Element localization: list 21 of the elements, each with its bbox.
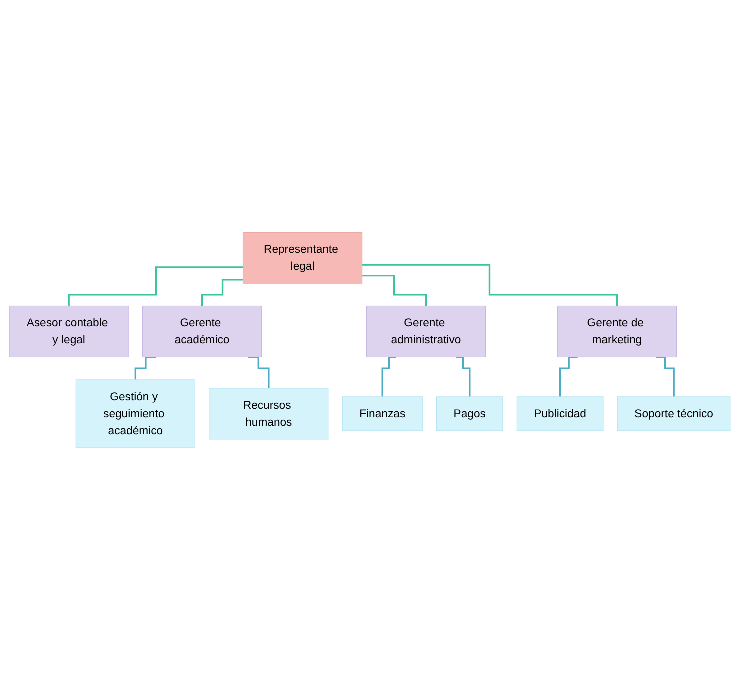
connector <box>382 356 396 398</box>
node-box: Representante legal <box>242 232 363 284</box>
connector <box>559 356 578 398</box>
connector <box>656 356 675 398</box>
node-box: Publicidad <box>516 396 604 431</box>
connector <box>456 356 471 398</box>
connector <box>362 274 428 307</box>
connector <box>362 264 618 307</box>
connector <box>248 356 270 390</box>
connector <box>68 266 244 307</box>
node-box: Asesor contable y legal <box>9 306 129 358</box>
node-box: Gerente académico <box>142 306 262 358</box>
node-box: Gerente administrativo <box>366 306 486 358</box>
node-box: Finanzas <box>342 396 423 431</box>
node-box: Gerente de marketing <box>557 306 677 358</box>
node-box: Gestión y seguimiento académico <box>76 379 196 448</box>
connector <box>134 356 156 381</box>
node-box: Soporte técnico <box>617 396 731 431</box>
node-box: Recursos humanos <box>209 388 329 440</box>
connector <box>201 278 244 307</box>
node-box: Pagos <box>436 396 504 431</box>
